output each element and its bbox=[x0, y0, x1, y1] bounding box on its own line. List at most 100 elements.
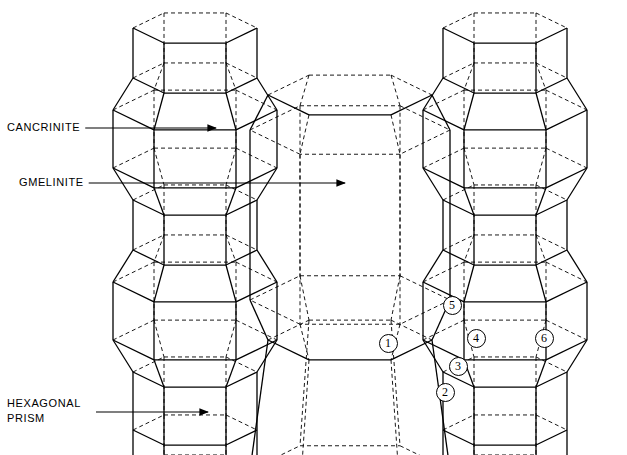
cage-edge bbox=[154, 235, 164, 262]
cage-edge bbox=[164, 92, 226, 93]
cage-edge bbox=[164, 62, 226, 63]
cage-edge bbox=[536, 185, 537, 235]
cage-edge bbox=[464, 188, 474, 215]
cage-edge bbox=[226, 148, 236, 185]
cage-edge bbox=[133, 13, 164, 28]
cage-edge bbox=[226, 360, 236, 387]
cage-edge bbox=[423, 340, 443, 372]
cage-edge bbox=[257, 340, 277, 372]
cage-edge bbox=[464, 90, 465, 148]
cage-column bbox=[113, 13, 277, 455]
cage-edge bbox=[113, 340, 133, 372]
cage-edge bbox=[164, 444, 226, 445]
cage-edge bbox=[536, 78, 567, 93]
cage-edge bbox=[566, 372, 567, 430]
cage-edge bbox=[442, 200, 443, 250]
cage-edge bbox=[268, 340, 309, 360]
leader-arrow bbox=[96, 411, 208, 412]
cage-edge bbox=[464, 262, 465, 320]
leader-lines bbox=[85, 128, 345, 412]
cage-edge bbox=[154, 187, 236, 188]
cage-edge bbox=[236, 90, 237, 148]
cage-edge bbox=[474, 415, 475, 455]
cage-edge bbox=[536, 415, 567, 430]
cage-edge bbox=[257, 250, 277, 282]
cage-edge bbox=[464, 129, 546, 130]
callout-circle: 6 bbox=[535, 329, 554, 348]
cage-edge bbox=[226, 13, 257, 28]
cage-edge bbox=[226, 320, 236, 357]
cage-edge bbox=[113, 148, 154, 168]
cage-edge bbox=[154, 63, 164, 90]
cage-edge bbox=[536, 28, 567, 43]
cage-edge bbox=[536, 185, 567, 200]
cage-edge bbox=[536, 357, 567, 372]
cage-edge bbox=[236, 282, 277, 302]
cage-edge bbox=[536, 13, 537, 63]
cage-edge bbox=[154, 320, 236, 321]
cage-edge bbox=[112, 282, 113, 340]
cage-column bbox=[423, 13, 587, 455]
part-label: CANCRINITE bbox=[6, 120, 81, 135]
cage-edge bbox=[256, 200, 257, 250]
cage-edge bbox=[474, 12, 536, 13]
cage-edge bbox=[536, 235, 546, 262]
cage-edge bbox=[226, 28, 257, 43]
cage-edge bbox=[567, 340, 587, 372]
cage-edge bbox=[236, 320, 277, 340]
cage-edge bbox=[154, 301, 236, 302]
leader-arrow bbox=[89, 182, 345, 183]
cage-edge bbox=[474, 444, 536, 445]
cage-edge bbox=[235, 130, 236, 188]
cage-edge bbox=[113, 78, 133, 110]
cage-edge bbox=[463, 302, 464, 360]
cage-edge bbox=[474, 234, 536, 235]
cage-edge bbox=[164, 42, 226, 43]
cage-edge bbox=[300, 320, 309, 446]
cage-edge bbox=[226, 265, 236, 302]
cage-edge bbox=[256, 28, 257, 78]
callout-number: 1 bbox=[385, 337, 391, 349]
cage-edge bbox=[536, 235, 567, 250]
cage-edge bbox=[154, 90, 236, 91]
cage-edge bbox=[536, 360, 546, 387]
cage-edge bbox=[309, 75, 391, 76]
callout-circle: 2 bbox=[436, 383, 455, 402]
cage-edge bbox=[464, 320, 546, 321]
cage-edge bbox=[391, 360, 400, 455]
cage-edge bbox=[464, 93, 474, 130]
cage-edge bbox=[257, 78, 277, 110]
cage-edge bbox=[154, 129, 236, 130]
cage-edge bbox=[276, 110, 277, 168]
cage-edge bbox=[546, 90, 547, 148]
cage-edge bbox=[391, 276, 400, 320]
cage-edge bbox=[300, 115, 309, 154]
cage-edge bbox=[235, 302, 236, 360]
cage-edge bbox=[164, 357, 165, 415]
cage-edge bbox=[474, 185, 475, 235]
cage-edge bbox=[164, 454, 226, 455]
cage-edge bbox=[400, 130, 450, 154]
cage-edge bbox=[474, 184, 536, 185]
cage-edge bbox=[474, 62, 536, 63]
cage-edge bbox=[236, 148, 277, 168]
cage-edge bbox=[443, 235, 474, 250]
cage-edge bbox=[133, 78, 164, 93]
cage-edge bbox=[391, 115, 400, 154]
cage-edge bbox=[226, 357, 257, 372]
cage-edge bbox=[464, 90, 546, 91]
cage-edge bbox=[464, 359, 546, 360]
cage-edge bbox=[300, 324, 400, 325]
cage-edge bbox=[300, 276, 309, 320]
cage-edge bbox=[546, 262, 547, 320]
cage-edge bbox=[226, 357, 227, 415]
callout-circle: 3 bbox=[449, 357, 468, 376]
cage-edge bbox=[154, 93, 164, 130]
cage-edge bbox=[567, 250, 587, 282]
cage-edge bbox=[164, 12, 226, 13]
cage-edge bbox=[546, 282, 587, 302]
cage-edge bbox=[423, 320, 464, 340]
cage-edge bbox=[133, 235, 164, 250]
cage-edge bbox=[586, 282, 587, 340]
cage-edge bbox=[276, 282, 277, 340]
